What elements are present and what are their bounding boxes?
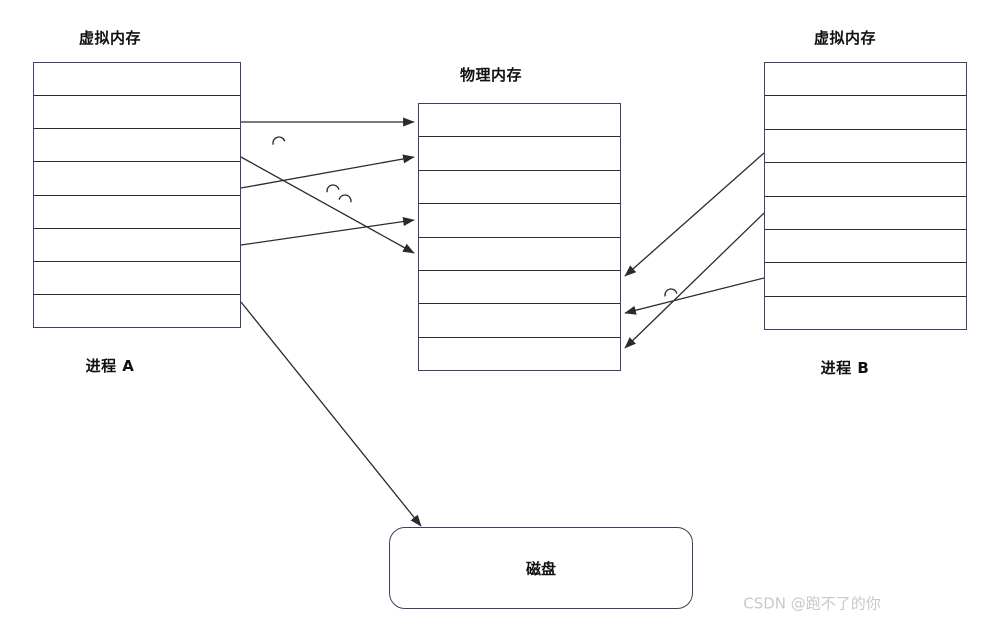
physical-frame-row-6: [419, 271, 620, 305]
crossing-jump-3: [338, 194, 352, 203]
process-a-page-row-7: [34, 262, 240, 295]
physical-memory-table: [418, 103, 621, 371]
process-a-page-row-2: [34, 96, 240, 130]
line-crossing-jumps: [272, 136, 678, 297]
crossing-jump-2: [326, 184, 340, 193]
process-a-title-text: 虚拟内存: [78, 29, 141, 47]
process-b-footer-text: 进程 B: [820, 359, 870, 377]
process-b-page-row-6: [765, 230, 966, 264]
process-b-title-text: 虚拟内存: [813, 29, 876, 47]
b-row5-to-phys-row8: [624, 212, 765, 349]
connectors-process-a-to-physical: [240, 117, 415, 254]
process-a-page-row-6: [34, 229, 240, 262]
physical-frame-row-2: [419, 137, 620, 171]
physical-frame-row-1: [419, 104, 620, 138]
a-row6-to-phys-row3: [240, 217, 415, 246]
physical-frame-row-7: [419, 304, 620, 338]
crossing-jump-4: [664, 288, 678, 297]
process-b-title: 虚拟内存: [695, 27, 995, 48]
process-b-page-row-8: [765, 297, 966, 329]
process-b-page-row-2: [765, 96, 966, 130]
a-row3-to-phys-row4: [240, 156, 415, 254]
connectors-process-b-to-physical: [624, 152, 765, 349]
process-a-page-row-8: [34, 295, 240, 327]
process-a-page-row-5: [34, 196, 240, 229]
crossing-jump-1: [272, 136, 286, 145]
process-a-title: 虚拟内存: [0, 27, 260, 48]
a-row4-to-phys-row2: [240, 154, 415, 189]
process-a-memory-table: [33, 62, 241, 328]
process-b-page-row-3: [765, 130, 966, 164]
process-b-page-row-7: [765, 263, 966, 297]
process-b-page-row-1: [765, 63, 966, 97]
b-row3-to-phys-row6: [624, 152, 765, 277]
process-a-footer: 进程 A: [0, 355, 260, 376]
connector-process-a-to-disk: [240, 301, 422, 527]
process-a-page-row-3: [34, 129, 240, 163]
b-row7-to-phys-row7: [624, 277, 765, 315]
process-b-page-row-4: [765, 163, 966, 197]
physical-memory-title-text: 物理内存: [459, 66, 522, 84]
process-b-footer: 进程 B: [695, 357, 995, 378]
process-a-page-row-1: [34, 63, 240, 97]
process-a-footer-text: 进程 A: [85, 357, 135, 375]
physical-frame-row-8: [419, 338, 620, 370]
physical-frame-row-5: [419, 238, 620, 271]
disk-node: 磁盘: [389, 527, 693, 609]
process-b-memory-table: [764, 62, 967, 330]
a-row8-to-disk: [240, 301, 422, 527]
disk-label: 磁盘: [525, 559, 556, 578]
physical-frame-row-4: [419, 204, 620, 238]
physical-memory-title: 物理内存: [341, 64, 641, 85]
process-b-page-row-5: [765, 197, 966, 230]
process-a-page-row-4: [34, 162, 240, 196]
csdn-watermark: CSDN @跑不了的你: [743, 594, 881, 613]
physical-frame-row-3: [419, 171, 620, 205]
